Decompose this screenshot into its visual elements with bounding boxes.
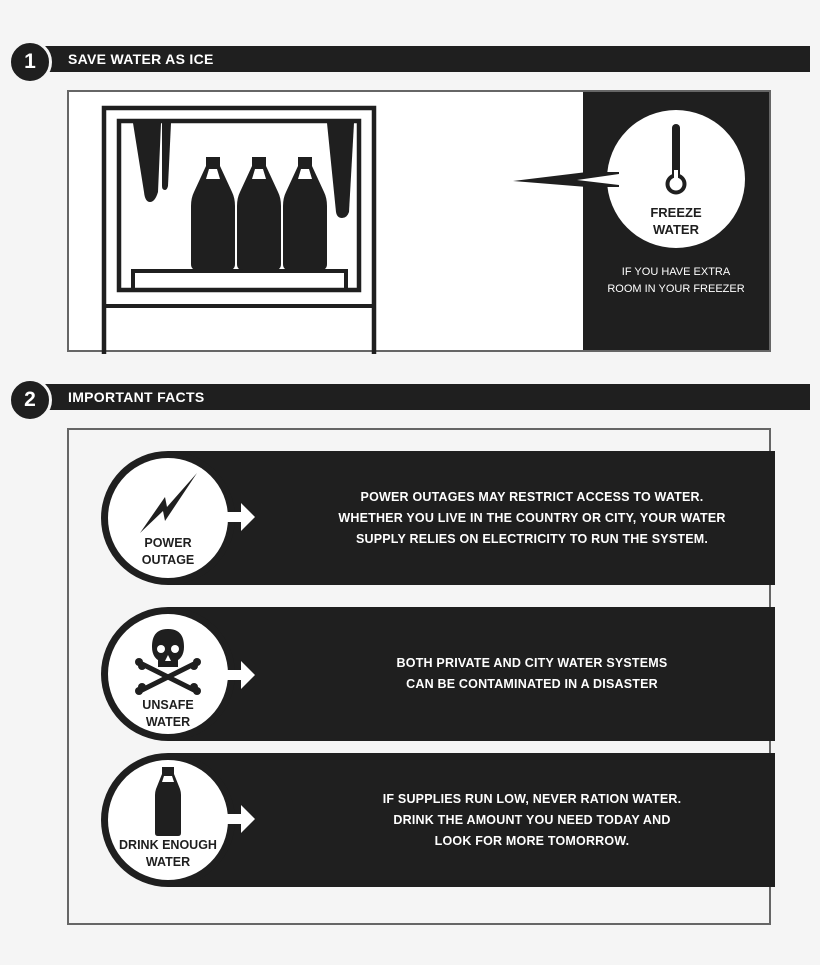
- fact-band: [168, 451, 775, 585]
- arrow-right-icon: [225, 503, 255, 531]
- fact-text: IF SUPPLIES RUN LOW, NEVER RATION WATER.…: [382, 792, 682, 848]
- freeze-water-circle: FREEZE WATER: [607, 110, 745, 248]
- save-water-as-ice-panel: FREEZE WATER IF YOU HAVE EXTRA ROOM IN Y…: [67, 90, 771, 354]
- freeze-water-callout: FREEZE WATER IF YOU HAVE EXTRA ROOM IN Y…: [583, 92, 769, 350]
- fact-label: UNSAFE WATER: [142, 698, 194, 729]
- section-1-title: SAVE WATER AS ICE: [68, 51, 214, 67]
- section-2-title: IMPORTANT FACTS: [68, 389, 205, 405]
- freezer-note: IF YOU HAVE EXTRA ROOM IN YOUR FREEZER: [607, 266, 745, 295]
- section-2-title-bar: IMPORTANT FACTS: [44, 384, 810, 410]
- skull-crossbones-icon: [135, 629, 201, 695]
- fact-label: POWER OUTAGE: [141, 536, 195, 567]
- arrow-right-icon: [225, 661, 255, 689]
- thermometer-icon: [665, 124, 687, 195]
- fact-drink-enough-water: DRINK ENOUGH WATER IF SUPPLIES RUN LOW, …: [101, 753, 775, 887]
- bottle-3: [283, 157, 327, 270]
- section-2-number-badge: 2: [8, 378, 52, 422]
- bottle-1: [191, 157, 235, 270]
- fact-unsafe-water: UNSAFE WATER BOTH PRIVATE AND CITY WATER…: [101, 607, 775, 741]
- fact-text: BOTH PRIVATE AND CITY WATER SYSTEMS CAN …: [396, 656, 668, 691]
- bottle-2: [237, 157, 281, 270]
- important-facts-panel: POWER OUTAGE POWER OUTAGES MAY RESTRICT …: [67, 428, 775, 925]
- lightning-bolt-icon: [140, 473, 197, 533]
- fact-power-outage: POWER OUTAGE POWER OUTAGES MAY RESTRICT …: [101, 451, 775, 585]
- section-1-number-badge: 1: [8, 40, 52, 84]
- section-2-header: IMPORTANT FACTS 2: [0, 378, 820, 422]
- fact-band: [168, 607, 775, 741]
- water-bottle-icon: [155, 767, 181, 836]
- callout-pointer-icon: [513, 172, 619, 187]
- fact-band: [168, 753, 775, 887]
- arrow-right-icon: [225, 805, 255, 833]
- fact-text: POWER OUTAGES MAY RESTRICT ACCESS TO WAT…: [338, 490, 726, 546]
- freeze-water-label: FREEZE WATER: [650, 205, 702, 237]
- section-1-title-bar: SAVE WATER AS ICE: [44, 46, 810, 72]
- freezer-illustration-icon: [101, 105, 377, 354]
- fact-label: DRINK ENOUGH WATER: [119, 838, 217, 869]
- section-1-header: SAVE WATER AS ICE 1: [0, 40, 820, 84]
